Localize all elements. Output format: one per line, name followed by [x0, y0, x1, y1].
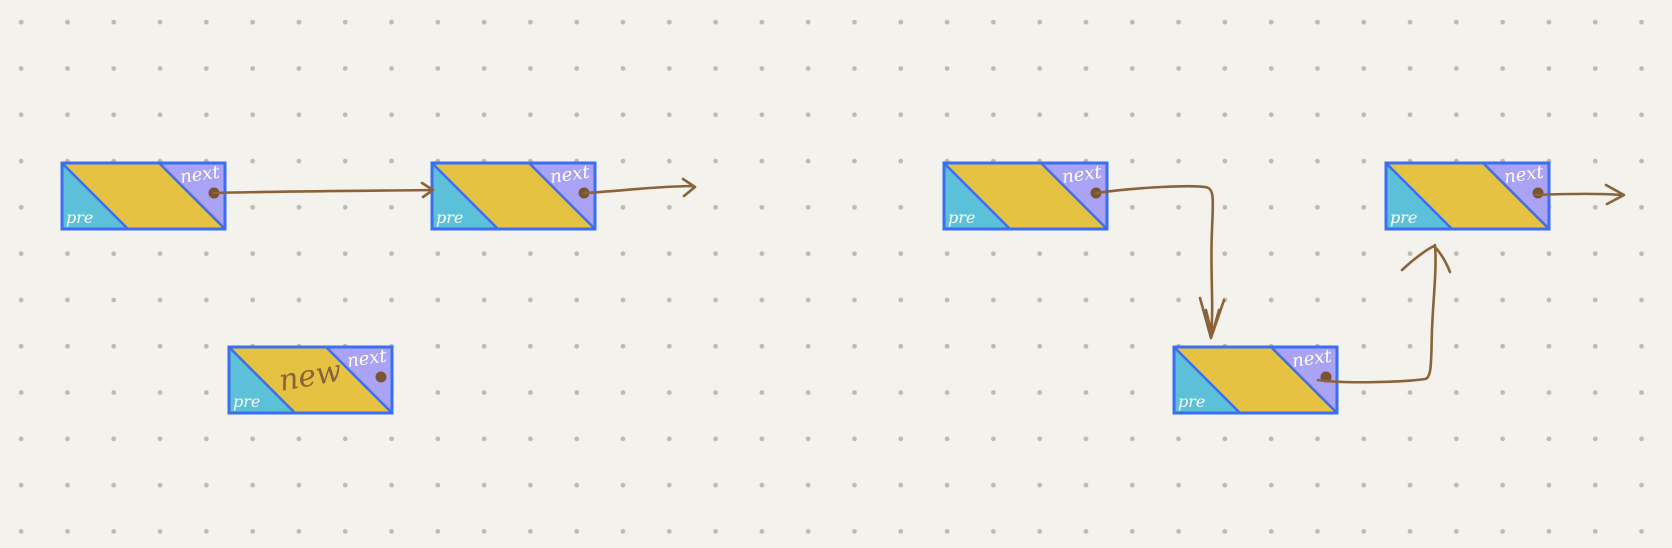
pre-label: pre	[1178, 392, 1205, 411]
pre-divider	[61, 162, 129, 230]
node-border	[60, 161, 227, 231]
node-border	[1172, 345, 1339, 415]
arrow-inserted-to-b	[1316, 243, 1452, 384]
next-divider	[1482, 162, 1550, 230]
next-divider	[1270, 346, 1338, 414]
arrow-after-b-continues	[1532, 183, 1626, 206]
node-border	[430, 161, 597, 231]
pre-label: pre	[948, 208, 975, 227]
next-pointer-dot	[375, 371, 387, 383]
nodes-layer: prenextprenextprenextnewprenextprenextpr…	[60, 161, 1551, 415]
next-divider	[158, 162, 226, 230]
node-border	[227, 345, 394, 415]
pre-divider	[228, 346, 296, 414]
pre-label: pre	[1390, 208, 1417, 227]
arrow-before-b-continues	[582, 177, 697, 198]
arrow-after-a-to-inserted	[1094, 184, 1226, 340]
arrows-layer	[212, 177, 1626, 384]
next-divider	[325, 346, 393, 414]
arrow-before-a-to-b	[212, 181, 435, 199]
pre-label: pre	[66, 208, 93, 227]
node-border	[942, 161, 1109, 231]
pre-label: pre	[436, 208, 463, 227]
next-pointer-dot	[1532, 187, 1544, 199]
next-divider	[528, 162, 596, 230]
pre-divider	[1385, 162, 1453, 230]
pre-divider	[943, 162, 1011, 230]
next-divider	[1040, 162, 1108, 230]
pre-divider	[431, 162, 499, 230]
node-border	[1384, 161, 1551, 231]
pre-label: pre	[233, 392, 260, 411]
pre-divider	[1173, 346, 1241, 414]
